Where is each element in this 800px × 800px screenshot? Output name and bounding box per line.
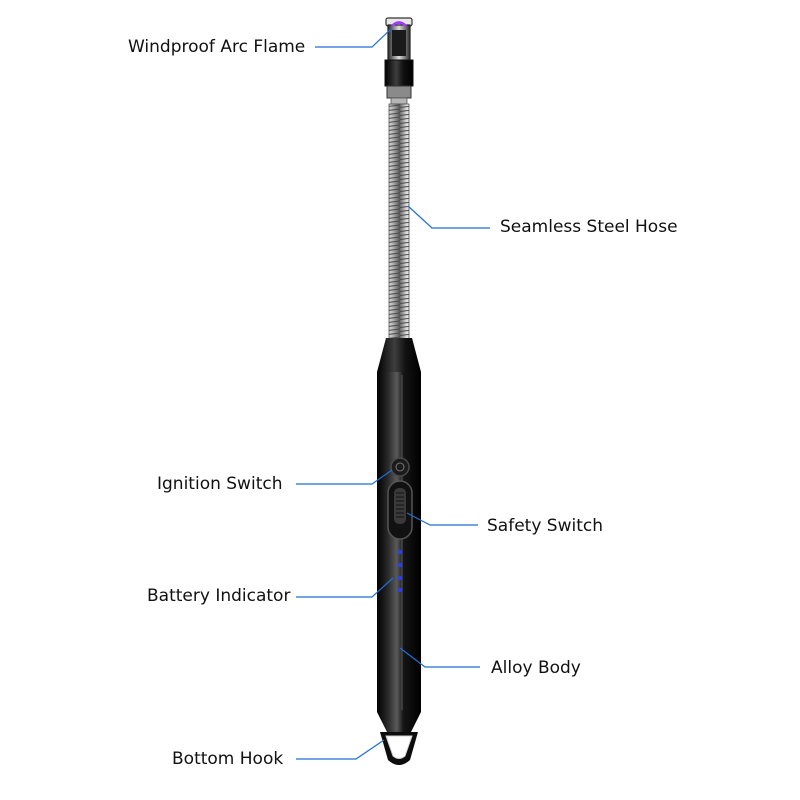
leader-line-flame — [315, 27, 393, 48]
leader-lines — [296, 27, 490, 760]
alloy-body — [377, 372, 421, 738]
battery-indicator-leds — [397, 549, 403, 593]
leader-line-safety — [406, 512, 478, 526]
leader-line-hook — [296, 739, 385, 760]
leader-line-hose — [407, 205, 490, 229]
label-ignition-switch: Ignition Switch — [157, 474, 283, 494]
leader-line-battery — [296, 577, 394, 598]
ignition-button — [390, 457, 410, 477]
leader-line-ignition — [296, 469, 393, 485]
label-bottom-hook: Bottom Hook — [172, 749, 284, 769]
body-neck — [377, 338, 421, 372]
label-battery-indicator: Battery Indicator — [147, 586, 291, 606]
leader-line-body — [399, 647, 480, 668]
arc-flame-icon — [391, 21, 407, 27]
label-windproof-arc-flame: Windproof Arc Flame — [128, 37, 306, 57]
label-alloy-body: Alloy Body — [491, 658, 581, 678]
steel-hose — [388, 103, 410, 341]
label-safety-switch: Safety Switch — [487, 516, 603, 536]
label-seamless-steel-hose: Seamless Steel Hose — [500, 217, 678, 237]
ignition-head — [384, 17, 414, 105]
